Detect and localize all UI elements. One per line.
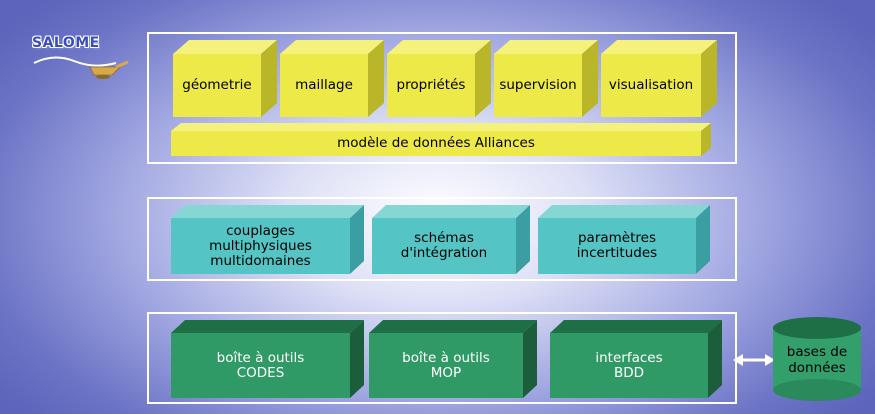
module-label: géometrie [173,54,261,117]
label-line: interfaces [595,349,663,366]
module-label: boîte à outils CODES [171,333,350,398]
label-line: boîte à outils [402,349,490,366]
module-label: boîte à outils MOP [369,333,523,398]
label-line: incertitudes [576,245,658,261]
database-label: bases de données [772,344,862,376]
label-line: BDD [613,364,645,381]
label-line: paramètres [577,230,656,246]
module-label: couplages multiphysiques multidomaines [171,218,350,274]
label-line: bases de [786,344,848,360]
module-label: supervision [494,54,582,117]
database-icon [773,317,861,401]
module-geometrie: géometrie [173,40,277,117]
module-proprietes: propriétés [387,40,491,117]
label-line: d'intégration [400,245,488,261]
module-schemas: schémas d'intégration [372,205,530,274]
module-bdd: interfaces BDD [550,320,722,398]
middle-layer-frame [147,197,737,281]
module-label: visualisation [601,54,701,117]
module-maillage: maillage [280,40,384,117]
module-label: schémas d'intégration [372,218,516,274]
double-arrow-icon [733,354,775,366]
database-cylinder: bases de données [772,316,862,402]
label-line: MOP [430,364,462,381]
label-line: schémas [414,230,474,246]
module-label: maillage [280,54,368,117]
label-line: boîte à outils [216,349,305,366]
label-line: données [788,360,846,376]
data-model-bar: modèle de données Alliances [171,123,711,156]
data-model-label: modèle de données Alliances [171,131,701,156]
module-supervision: supervision [494,40,598,117]
bottom-layer-frame [147,312,737,404]
label-line: multidomaines [210,252,311,269]
module-visualisation: visualisation [601,40,717,117]
module-couplages: couplages multiphysiques multidomaines [171,205,364,274]
salome-logo: SALOME [24,35,134,87]
label-line: CODES [236,364,285,381]
genie-lamp-icon [33,56,129,79]
top-layer-frame [147,32,737,164]
module-parametres: paramètres incertitudes [538,205,710,274]
label-line: couplages [226,222,295,239]
module-codes: boîte à outils CODES [171,320,364,398]
label-line: multiphysiques [209,237,312,254]
module-label: interfaces BDD [550,333,708,398]
logo-text: SALOME [32,35,100,51]
module-mop: boîte à outils MOP [369,320,537,398]
module-label: paramètres incertitudes [538,218,696,274]
module-label: propriétés [387,54,475,117]
